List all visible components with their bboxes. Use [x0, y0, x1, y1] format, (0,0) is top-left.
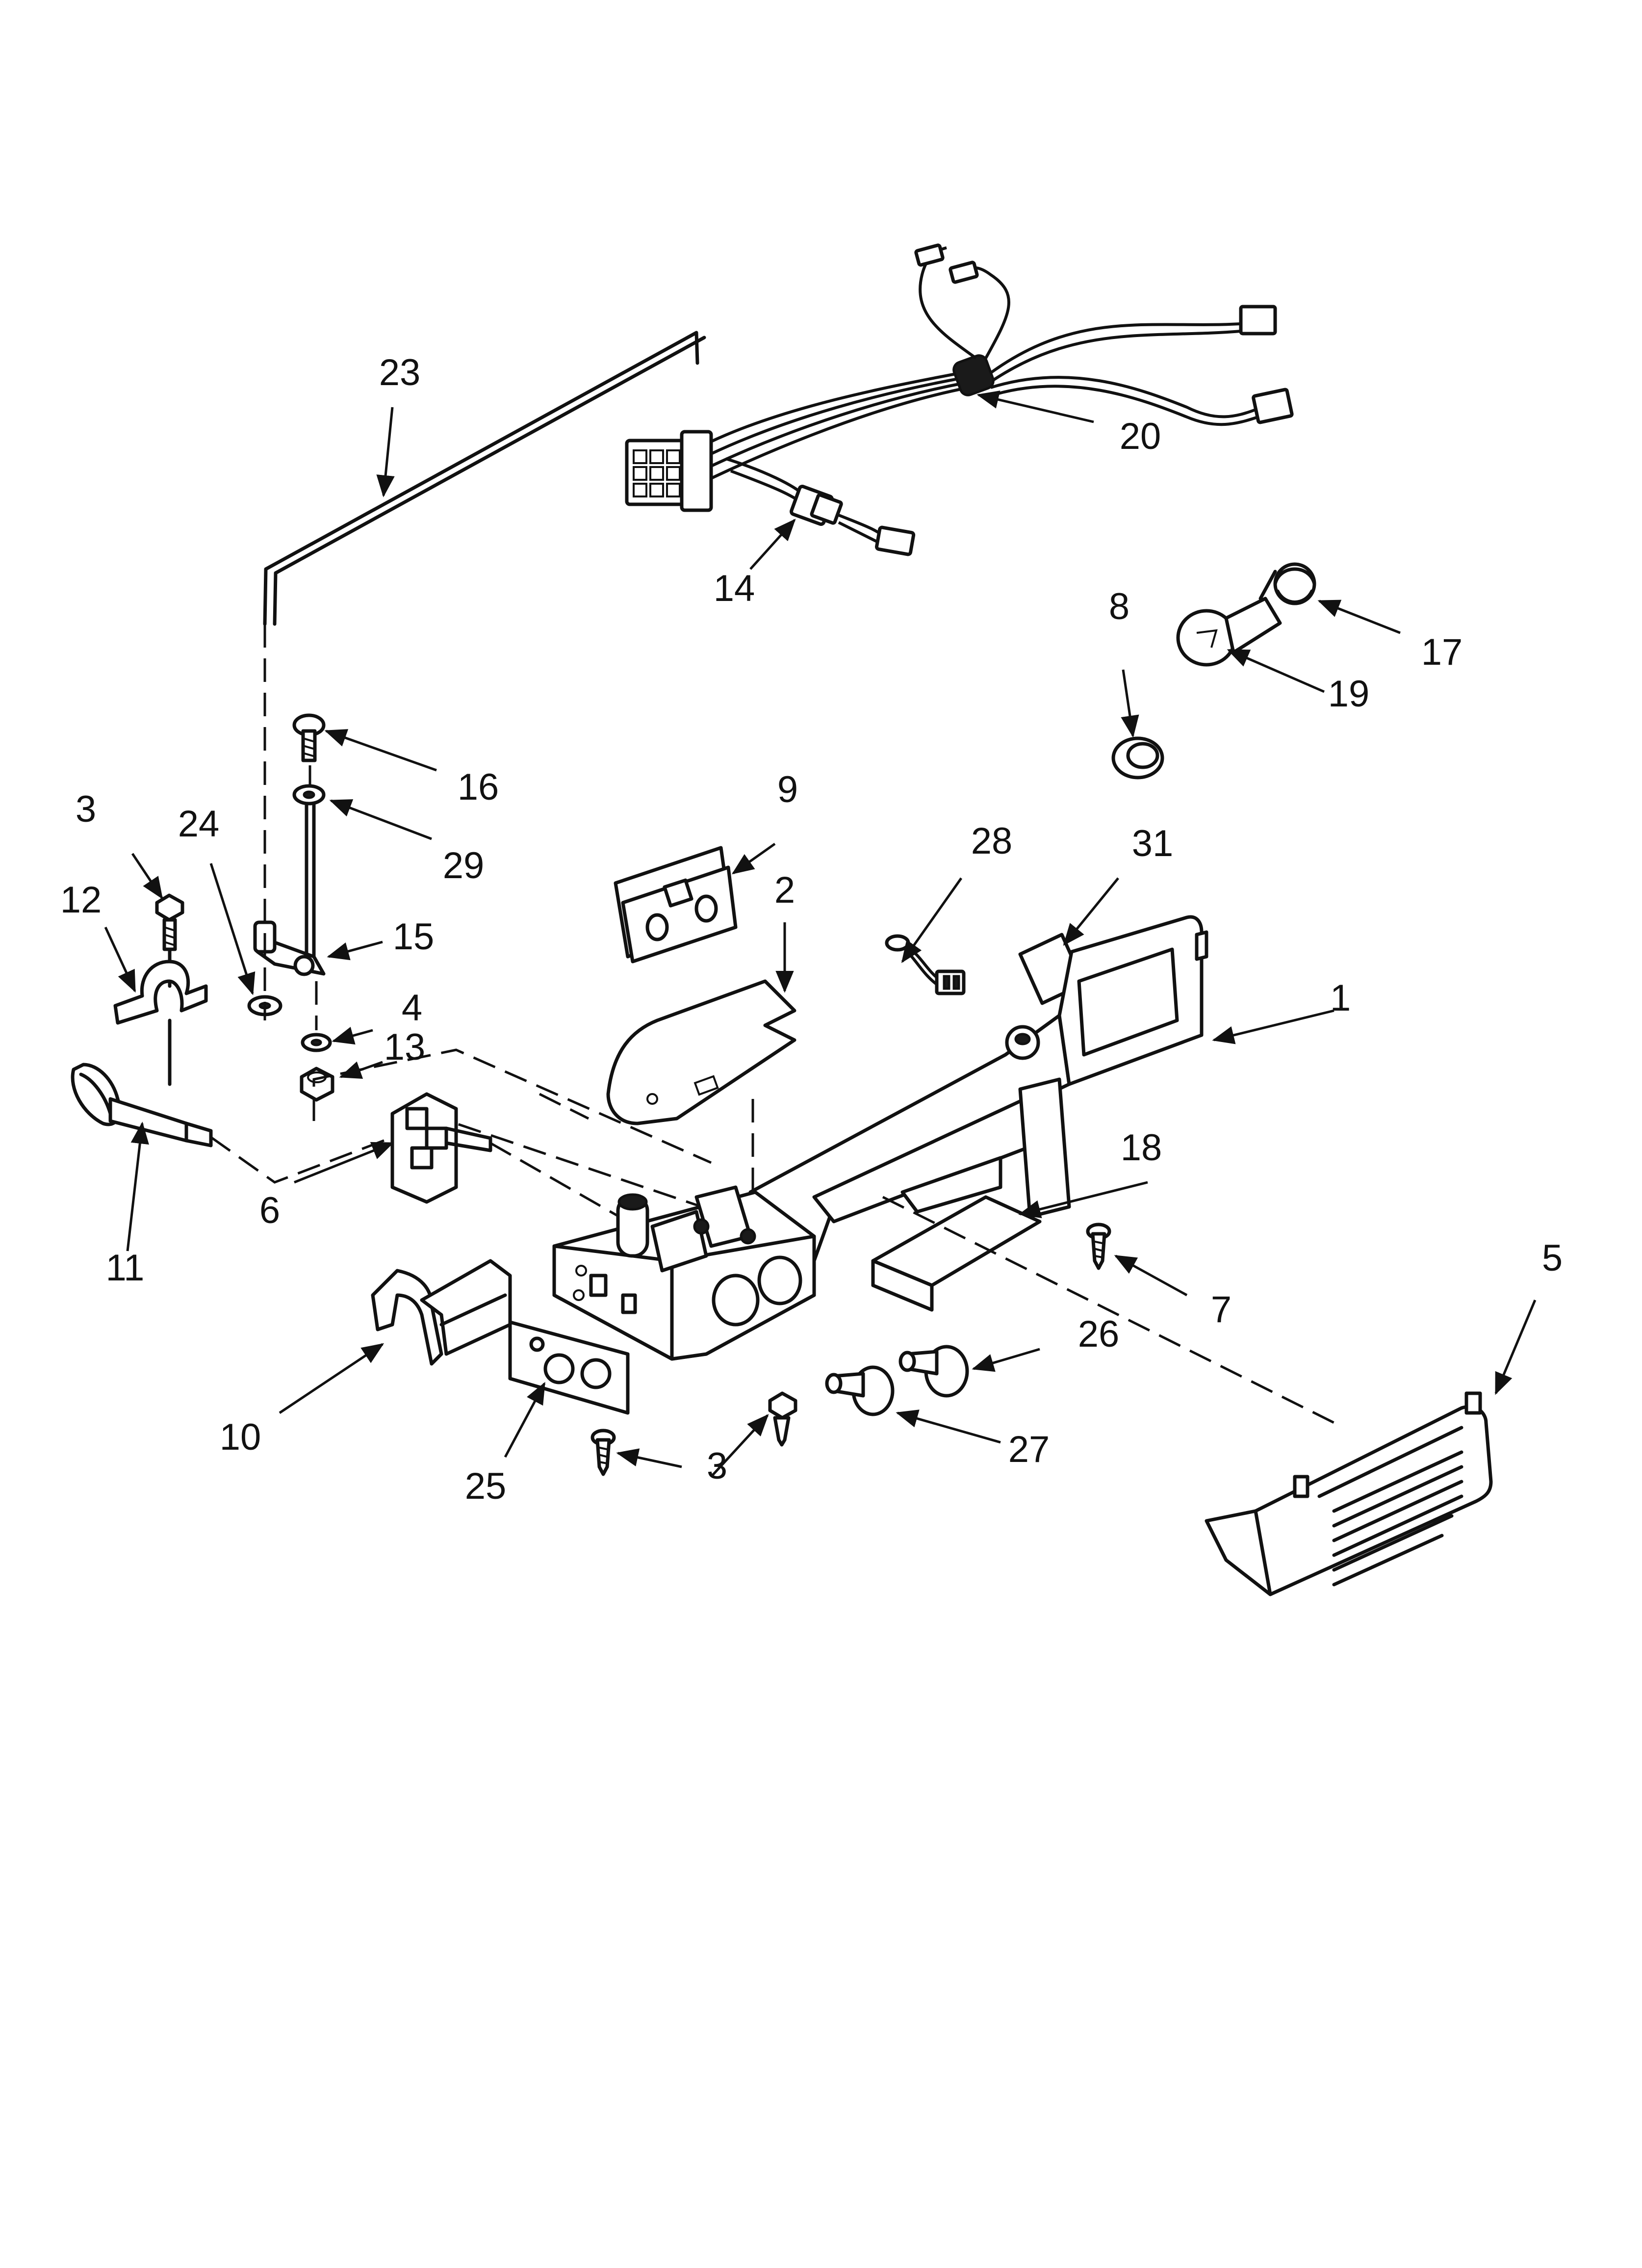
- callout-3-lower: 3: [707, 1445, 727, 1487]
- part-25-trim-plate: [508, 1320, 630, 1415]
- callout-labels: 1 2 3 3 4 5 6 7 8 9 10 11 12 13 14 15 16…: [60, 352, 1563, 1507]
- callout-16: 16: [458, 766, 499, 808]
- callout-26: 26: [1078, 1313, 1120, 1355]
- part-3-screw-upper: [155, 893, 184, 951]
- callout-17: 17: [1421, 631, 1463, 673]
- leader-lines: [104, 391, 1537, 1478]
- part-18-insulator-pad: [871, 1195, 1042, 1312]
- part-12-clamp: [113, 960, 208, 1025]
- part-23-actuator-rod: [263, 331, 706, 626]
- callout-4: 4: [402, 987, 422, 1029]
- part-6-switch: [390, 1092, 492, 1204]
- callout-23: 23: [379, 352, 421, 393]
- part-2-insulator: [606, 979, 796, 1125]
- callout-20: 20: [1120, 416, 1161, 457]
- part-9-panel: [614, 846, 738, 964]
- part-15-link-arm: [253, 803, 326, 976]
- callout-31: 31: [1132, 823, 1174, 864]
- part-5-grille: [1205, 1391, 1493, 1596]
- callout-11: 11: [106, 1247, 145, 1289]
- callout-14: 14: [714, 568, 755, 609]
- callout-12: 12: [60, 879, 102, 921]
- part-29-washer: [292, 784, 326, 806]
- callout-15: 15: [393, 916, 435, 958]
- callout-27: 27: [1008, 1429, 1050, 1470]
- part-11-shaft: [71, 1063, 213, 1147]
- part-13-nut: [300, 1067, 334, 1102]
- callout-24: 24: [178, 803, 220, 845]
- callout-29: 29: [443, 845, 485, 886]
- callout-25: 25: [465, 1465, 507, 1507]
- part-25-screw: [590, 1429, 616, 1476]
- part-26-knob: [898, 1345, 969, 1398]
- callout-28: 28: [971, 820, 1013, 862]
- callout-1: 1: [1330, 977, 1351, 1019]
- part-10-bracket: [371, 1259, 512, 1366]
- part-16-screw: [292, 713, 326, 762]
- part-28-thermistor: [885, 934, 966, 995]
- part-17-bulb-socket: [1258, 562, 1316, 605]
- part-3-screw-lower: [768, 1391, 797, 1447]
- part-14-jumper-harness: [790, 485, 916, 556]
- part-19-light-bulb: [1176, 597, 1282, 667]
- callout-7: 7: [1211, 1289, 1232, 1330]
- callout-6: 6: [259, 1190, 280, 1231]
- part-7-screw: [1086, 1223, 1111, 1270]
- callout-3-upper: 3: [76, 788, 96, 830]
- part-27-knob: [825, 1365, 895, 1416]
- callout-2: 2: [774, 869, 795, 911]
- callout-10: 10: [220, 1416, 261, 1458]
- part-20-wiring-harness: [625, 243, 1294, 512]
- part-8-plug: [1111, 736, 1164, 780]
- callout-5: 5: [1542, 1237, 1563, 1279]
- callout-18: 18: [1121, 1127, 1162, 1169]
- callout-19: 19: [1328, 673, 1370, 715]
- part-1-housing: [552, 915, 1208, 1361]
- callout-13: 13: [384, 1026, 426, 1068]
- part-4-washer: [301, 1033, 332, 1052]
- callout-9: 9: [777, 769, 798, 810]
- callout-8: 8: [1109, 586, 1129, 627]
